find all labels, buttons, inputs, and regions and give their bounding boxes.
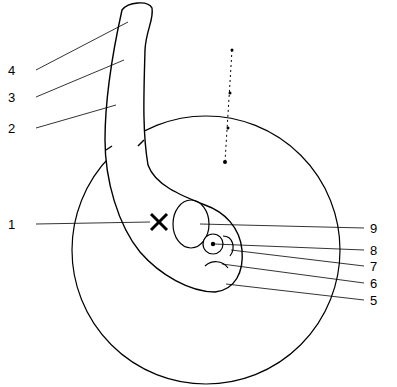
embryo-body [105,3,242,292]
callout-number: 2 [8,121,15,136]
axis-dot [227,127,230,130]
dotted-axis [225,50,232,162]
leader-line [214,244,364,250]
callout-number: 5 [370,293,377,308]
leader-line [36,22,128,70]
leader-lines [36,22,364,300]
callout-number: 7 [370,259,377,274]
callout-number: 4 [8,63,15,78]
axis-dot [231,49,234,52]
callout-number: 1 [8,217,15,232]
leader-line [36,222,150,224]
axis-dot [223,160,227,164]
leader-line [36,60,124,97]
leader-line [222,264,364,283]
leader-line [36,105,116,128]
leader-line [200,224,364,228]
callout-number: 9 [370,221,377,236]
head-fold [223,236,233,256]
pharynx-curve [205,262,228,268]
callout-number: 6 [370,276,377,291]
axis-dot [229,92,232,95]
cross-mark [151,214,167,230]
leader-line [231,250,364,266]
cross-mark [151,214,167,230]
segment-tick [106,146,112,150]
callout-number: 3 [8,90,15,105]
leader-line [226,284,364,300]
segment-tick [138,140,144,146]
callout-number: 8 [370,243,377,258]
